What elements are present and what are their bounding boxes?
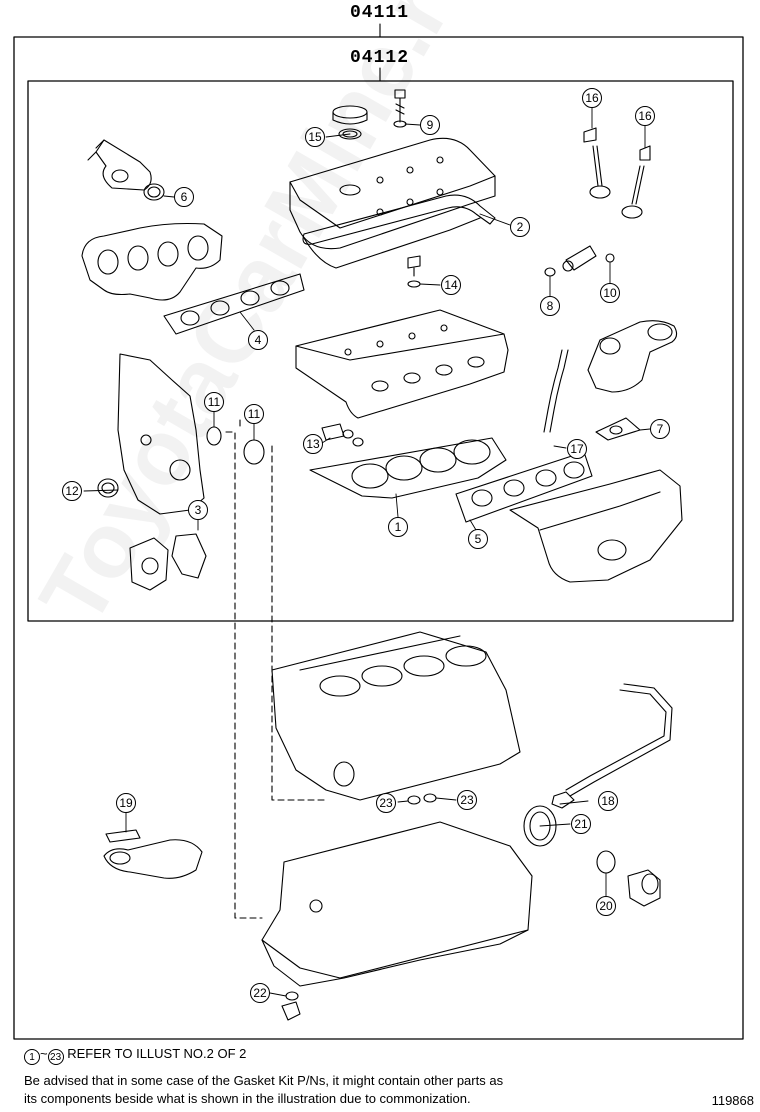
valve-stem-seal bbox=[407, 255, 421, 288]
oil-strainer bbox=[103, 839, 203, 879]
leader-lines bbox=[83, 107, 651, 997]
oil-filter-union bbox=[627, 869, 661, 907]
dipstick-grommet bbox=[551, 791, 575, 809]
intake-manifold-gasket bbox=[455, 451, 593, 523]
callout-23b[interactable]: 23 bbox=[457, 790, 477, 810]
callout-20[interactable]: 20 bbox=[596, 896, 616, 916]
o-ring-23a bbox=[407, 795, 421, 805]
kit-box-outer bbox=[13, 36, 744, 1040]
callout-8[interactable]: 8 bbox=[540, 296, 560, 316]
callout-9[interactable]: 9 bbox=[420, 115, 440, 135]
kit-code-outer: 04111 bbox=[350, 3, 410, 23]
callout-12[interactable]: 12 bbox=[62, 481, 82, 501]
callout-16a[interactable]: 16 bbox=[582, 88, 602, 108]
range-start-circle: 1 bbox=[24, 1049, 40, 1065]
dashed-relation-line bbox=[225, 419, 327, 919]
oil-filler-cap bbox=[332, 105, 368, 140]
callout-3[interactable]: 3 bbox=[188, 500, 208, 520]
outlet-ring bbox=[143, 183, 165, 201]
cover-gasket bbox=[302, 194, 496, 245]
outlet-ring-inner bbox=[147, 186, 161, 198]
callout-18[interactable]: 18 bbox=[598, 791, 618, 811]
callout-16b[interactable]: 16 bbox=[635, 106, 655, 126]
callout-17[interactable]: 17 bbox=[567, 439, 587, 459]
advisory-line-1: Be advised that in some case of the Gask… bbox=[24, 1073, 504, 1088]
range-separator: ~ bbox=[40, 1046, 48, 1061]
water-outlet-gasket-hole bbox=[609, 425, 623, 435]
crank-oil-seal bbox=[97, 478, 119, 498]
kit-box-inner bbox=[27, 80, 734, 622]
callout-1[interactable]: 1 bbox=[388, 517, 408, 537]
valve-left bbox=[583, 127, 611, 199]
callout-2[interactable]: 2 bbox=[510, 217, 530, 237]
refer-text: REFER TO ILLUST NO.2 OF 2 bbox=[67, 1046, 247, 1061]
cylinder-head-gasket bbox=[309, 437, 507, 499]
cylinder-head bbox=[295, 309, 509, 419]
callout-19[interactable]: 19 bbox=[116, 793, 136, 813]
callout-22[interactable]: 22 bbox=[250, 983, 270, 1003]
advisory-line-2: its components beside what is shown in t… bbox=[24, 1091, 471, 1106]
callout-21[interactable]: 21 bbox=[571, 814, 591, 834]
callout-5[interactable]: 5 bbox=[468, 529, 488, 549]
water-outlet-housing bbox=[587, 320, 678, 393]
oil-control-valve bbox=[321, 423, 364, 447]
callout-10[interactable]: 10 bbox=[600, 283, 620, 303]
exhaust-manifold bbox=[81, 222, 223, 301]
dipstick-guide bbox=[543, 349, 569, 433]
kit-code-inner: 04112 bbox=[350, 48, 410, 68]
callout-4[interactable]: 4 bbox=[248, 330, 268, 350]
outlet-pipe bbox=[87, 139, 152, 191]
bolt bbox=[393, 89, 407, 128]
o-ring-23b bbox=[423, 793, 437, 803]
filter-gasket bbox=[596, 850, 616, 874]
plug-8 bbox=[544, 267, 556, 277]
sensor-10 bbox=[562, 245, 615, 272]
illustration-number: 119868 bbox=[711, 1093, 754, 1108]
callout-23a[interactable]: 23 bbox=[376, 793, 396, 813]
callout-15[interactable]: 15 bbox=[305, 127, 325, 147]
cylinder-block bbox=[271, 631, 521, 801]
drain-plug-gasket bbox=[285, 991, 299, 1001]
o-ring-11a bbox=[206, 426, 222, 446]
oil-dipstick-tube bbox=[565, 683, 673, 797]
crank-oil-seal-inner bbox=[101, 482, 115, 494]
water-outlet-gasket bbox=[595, 417, 641, 441]
cylinder-head-cover bbox=[289, 137, 496, 250]
callout-14[interactable]: 14 bbox=[441, 275, 461, 295]
rear-oil-seal-inner bbox=[529, 811, 551, 841]
oil-pan bbox=[261, 821, 533, 987]
callout-13[interactable]: 13 bbox=[303, 434, 323, 454]
drain-plug bbox=[281, 1001, 301, 1021]
callout-11b[interactable]: 11 bbox=[244, 404, 264, 424]
o-ring-11b bbox=[243, 439, 265, 465]
callout-6[interactable]: 6 bbox=[174, 187, 194, 207]
cover-gasket-inner bbox=[303, 217, 481, 269]
water-pump-gasket bbox=[171, 533, 207, 579]
rear-oil-seal bbox=[523, 805, 557, 847]
exhaust-manifold-gasket bbox=[163, 273, 305, 335]
timing-chain-cover bbox=[117, 353, 205, 515]
valve-right bbox=[621, 145, 651, 219]
refer-note: 1~23 REFER TO ILLUST NO.2 OF 2 bbox=[24, 1045, 246, 1065]
intake-manifold bbox=[509, 469, 683, 583]
callout-7[interactable]: 7 bbox=[650, 419, 670, 439]
strainer-gasket bbox=[105, 829, 141, 843]
range-end-circle: 23 bbox=[47, 1049, 64, 1065]
water-pump bbox=[129, 537, 169, 591]
callout-11a[interactable]: 11 bbox=[204, 392, 224, 412]
